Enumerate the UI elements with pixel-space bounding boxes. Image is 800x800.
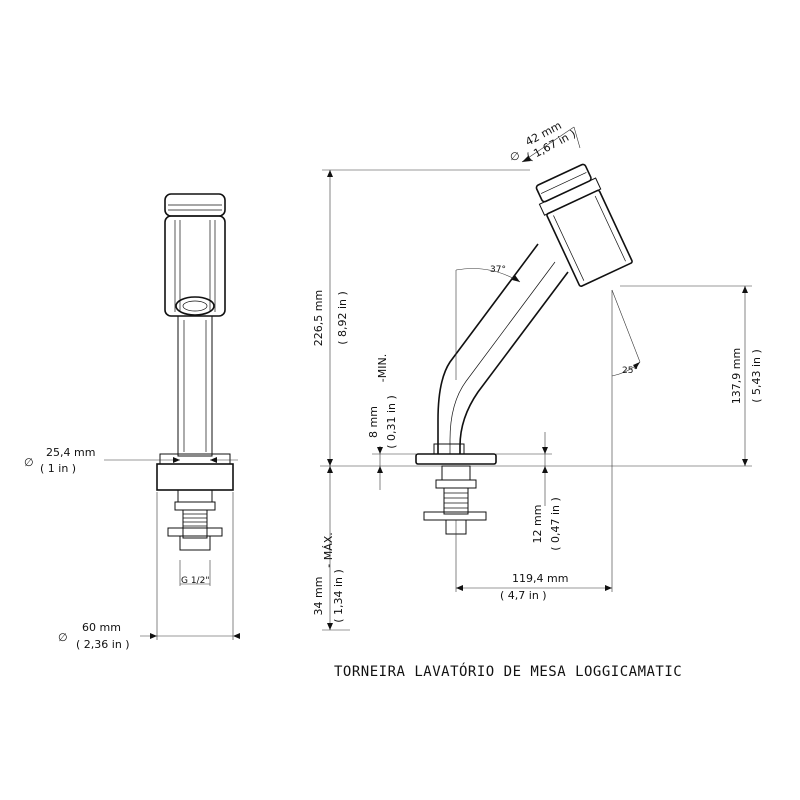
min-deck-mm: 8 mm xyxy=(367,406,380,438)
outlet-height-mm: 137,9 mm xyxy=(730,348,743,404)
diameter-symbol-spout: ∅ xyxy=(24,456,34,469)
side-flange xyxy=(415,453,497,465)
base-diameter-in: ( 2,36 in ) xyxy=(76,638,130,651)
base-thickness-mm: 12 mm xyxy=(531,505,544,544)
front-aerator xyxy=(175,296,215,316)
side-button-ring xyxy=(538,177,602,216)
angle-head: 25° xyxy=(622,366,638,376)
base-diameter-mm: 60 mm xyxy=(82,621,121,634)
min-label: -MIN. xyxy=(376,354,389,382)
side-head-body xyxy=(546,189,633,287)
max-deck-mm: 34 mm xyxy=(312,577,325,616)
diameter-symbol-base: ∅ xyxy=(58,631,68,644)
height-mm: 226,5 mm xyxy=(312,290,325,346)
front-view: G 1/2" ∅ 25,4 mm ( 1 in ) ∅ 60 mm ( 2,36… xyxy=(24,193,240,651)
page-title: TORNEIRA LAVATÓRIO DE MESA LOGGICAMATIC xyxy=(334,662,682,680)
thread-label: G 1/2" xyxy=(181,576,209,586)
reach-mm: 119,4 mm xyxy=(512,572,568,585)
side-shank xyxy=(441,465,471,481)
min-deck-in: ( 0,31 in ) xyxy=(385,395,398,449)
front-shank xyxy=(177,489,213,503)
outlet-height-in: ( 5,43 in ) xyxy=(750,349,763,403)
base-thickness-in: ( 0,47 in ) xyxy=(549,497,562,551)
spout-diameter-in: ( 1 in ) xyxy=(40,462,76,475)
front-deck xyxy=(156,463,234,491)
front-stem xyxy=(177,315,213,457)
max-label: - MÁX. xyxy=(322,532,335,568)
diameter-symbol-button: ∅ xyxy=(510,150,520,163)
spout-diameter-mm: 25,4 mm xyxy=(46,446,95,459)
max-deck-in: ( 1,34 in ) xyxy=(332,569,345,623)
side-view: 226,5 mm ( 8,92 in ) 34 mm ( 1,34 in ) -… xyxy=(312,119,763,631)
height-in: ( 8,92 in ) xyxy=(336,291,349,345)
side-button xyxy=(535,163,592,203)
reach-in: ( 4,7 in ) xyxy=(500,589,547,602)
side-spout-outer xyxy=(459,271,569,454)
side-spout-inner xyxy=(437,243,539,454)
angle-spout: 37° xyxy=(490,265,506,275)
